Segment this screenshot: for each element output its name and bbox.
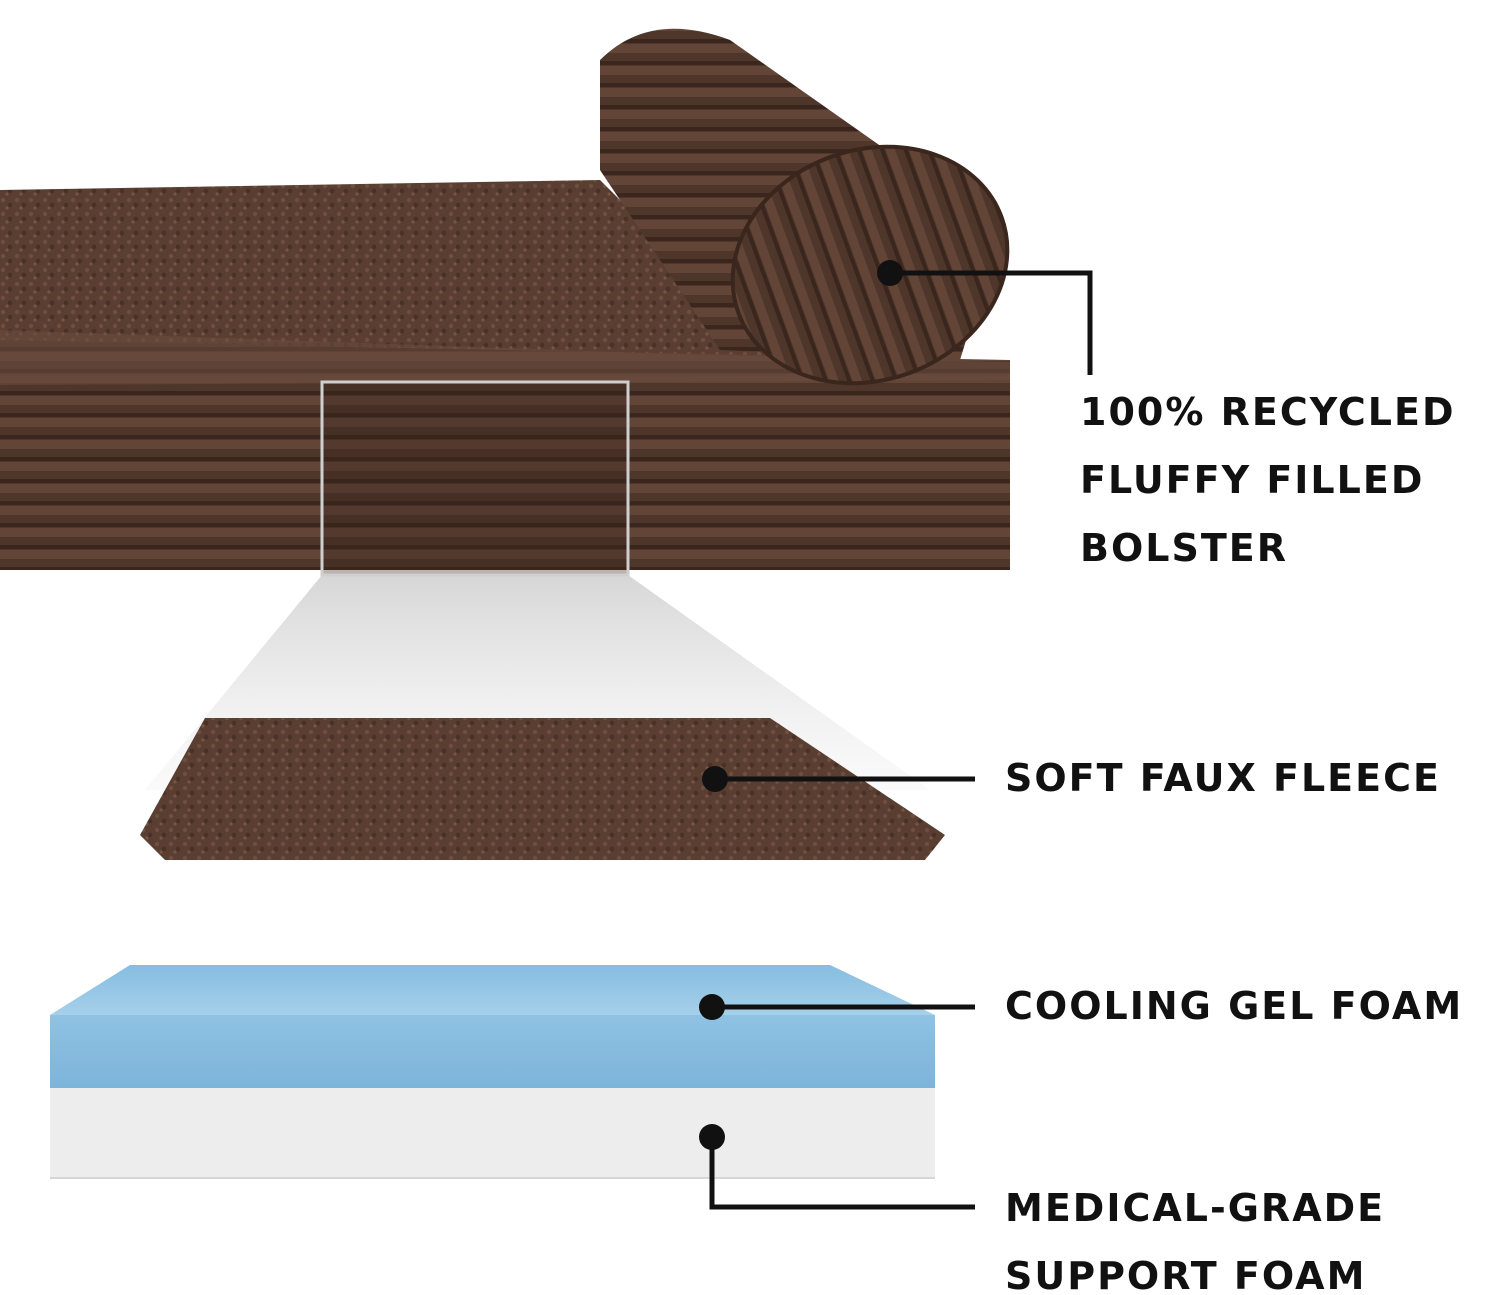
fleece-layer xyxy=(140,718,945,860)
bolster-label-line-3: BOLSTER xyxy=(1080,526,1288,570)
gel-label: COOLING GEL FOAM xyxy=(1005,972,1463,1040)
fleece-marker xyxy=(702,766,728,792)
leader-lines xyxy=(709,270,1093,1210)
bolster-marker xyxy=(877,260,903,286)
gel-foam-side xyxy=(50,1015,935,1088)
bolster-label-line-1: 100% RECYCLED xyxy=(1080,390,1456,434)
fleece-label-line-1: SOFT FAUX FLEECE xyxy=(1005,756,1441,800)
bed-fleece-top xyxy=(0,180,1010,385)
support-label-line-2: SUPPORT FOAM xyxy=(1005,1254,1367,1295)
gel-label-line-1: COOLING GEL FOAM xyxy=(1005,984,1464,1028)
fleece-label: SOFT FAUX FLEECE xyxy=(1005,744,1441,812)
bolster-label-line-2: FLUFFY FILLED xyxy=(1080,458,1425,502)
support-foam-side xyxy=(50,1088,935,1178)
bed-corduroy-side xyxy=(0,340,1010,570)
support-label-line-1: MEDICAL-GRADE xyxy=(1005,1186,1386,1230)
support-label: MEDICAL-GRADE SUPPORT FOAM xyxy=(1005,1174,1385,1295)
gel-marker xyxy=(699,994,725,1020)
support-marker xyxy=(699,1124,725,1150)
cutout-window xyxy=(320,380,630,577)
bolster-label: 100% RECYCLED FLUFFY FILLED BOLSTER xyxy=(1080,378,1456,582)
